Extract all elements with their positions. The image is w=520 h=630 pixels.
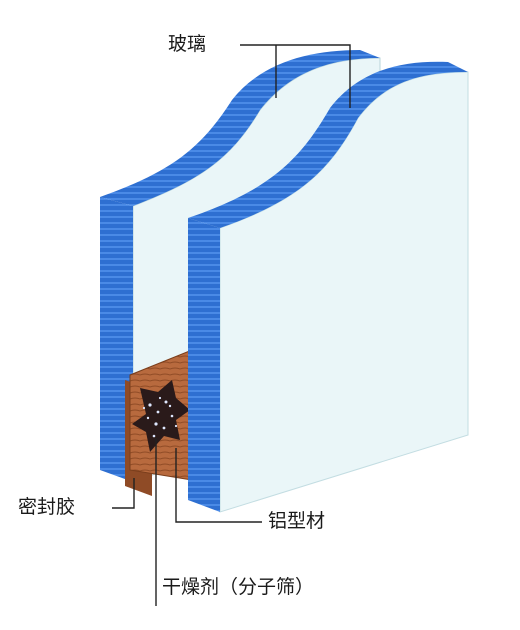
back-glass-top-edge bbox=[100, 50, 380, 206]
glass-label: 玻璃 bbox=[168, 33, 207, 55]
front-glass-top-edge bbox=[188, 61, 468, 228]
desiccant-label: 干燥剂（分子筛） bbox=[162, 576, 315, 598]
back-glass-left-edge bbox=[100, 197, 133, 482]
sealant-leader-line bbox=[112, 478, 135, 509]
sealant-label: 密封胶 bbox=[18, 496, 76, 518]
leader-lines bbox=[112, 44, 351, 606]
front-glass-left-edge bbox=[188, 218, 220, 512]
aluminum-profile-leader-line bbox=[175, 448, 262, 523]
desiccant-chamber bbox=[132, 380, 190, 452]
glass-leader-line bbox=[240, 44, 351, 108]
front-glass-pane bbox=[188, 61, 469, 513]
aluminum-profile-label: 铝型材 bbox=[268, 510, 326, 532]
desiccant-granules bbox=[142, 396, 178, 438]
spacer-assembly bbox=[125, 349, 193, 496]
